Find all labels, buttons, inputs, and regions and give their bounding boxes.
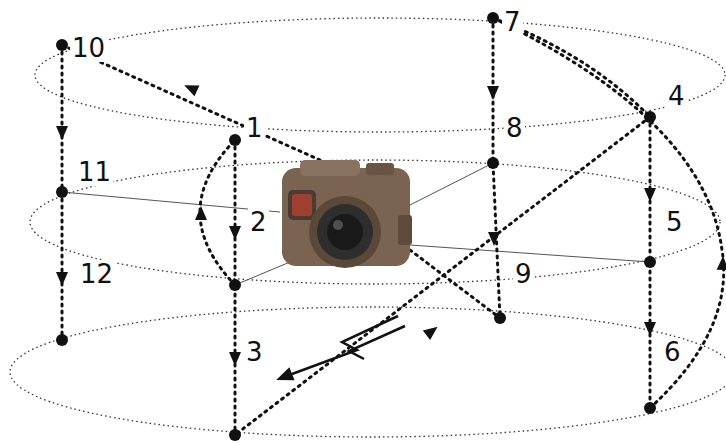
- bottom-layer: [10, 307, 726, 437]
- middle-layer: [30, 160, 720, 284]
- sight-lines: [62, 163, 650, 285]
- callout-number: 5: [664, 208, 685, 236]
- callout-number: 9: [513, 260, 534, 288]
- callout-number: 12: [78, 260, 115, 288]
- callout-number: 6: [662, 338, 683, 366]
- layer-ellipses: [10, 18, 726, 437]
- callout-number: 11: [76, 158, 113, 186]
- thermal-camera: [282, 160, 412, 268]
- callout-number: 1: [244, 114, 265, 142]
- callout-number: 7: [502, 8, 523, 36]
- callout-number: 3: [244, 338, 265, 366]
- callout-number: 10: [70, 34, 107, 62]
- wireless-signal: [274, 316, 405, 387]
- arrowheads: [56, 80, 726, 366]
- flight-path: [62, 18, 724, 435]
- callout-number: 2: [248, 208, 269, 236]
- callout-number: 8: [504, 114, 525, 142]
- top-layer: [35, 18, 725, 132]
- waypoint-dots: [56, 12, 656, 441]
- callout-number: 4: [666, 82, 687, 110]
